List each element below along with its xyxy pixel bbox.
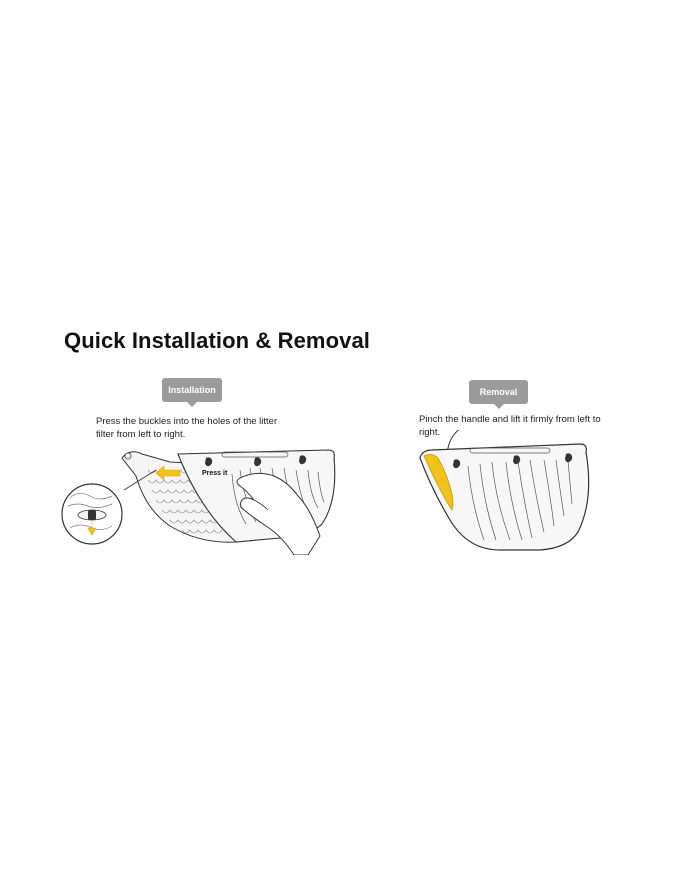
installation-badge: Installation — [162, 378, 222, 407]
press-arrow — [155, 465, 181, 481]
installation-illustration — [61, 449, 336, 555]
handle-highlight[interactable] — [423, 454, 454, 511]
installation-description: Press the buckles into the holes of the … — [96, 416, 278, 440]
page-title: Quick Installation & Removal — [64, 328, 370, 353]
hand-illustration — [236, 472, 321, 555]
removal-illustration — [419, 430, 590, 551]
removal-description: Pinch the handle and lift it firmly from… — [419, 414, 601, 438]
removal-badge-label: Removal — [479, 387, 518, 397]
press-it-label: Press it — [202, 470, 228, 477]
removal-badge: Removal — [469, 380, 528, 409]
buckle-detail-zoom — [61, 469, 157, 545]
buckle-holes — [205, 455, 307, 467]
installation-badge-label: Installation — [168, 385, 216, 395]
filter-cover-panel — [419, 443, 590, 551]
buckle-holes — [453, 453, 573, 469]
